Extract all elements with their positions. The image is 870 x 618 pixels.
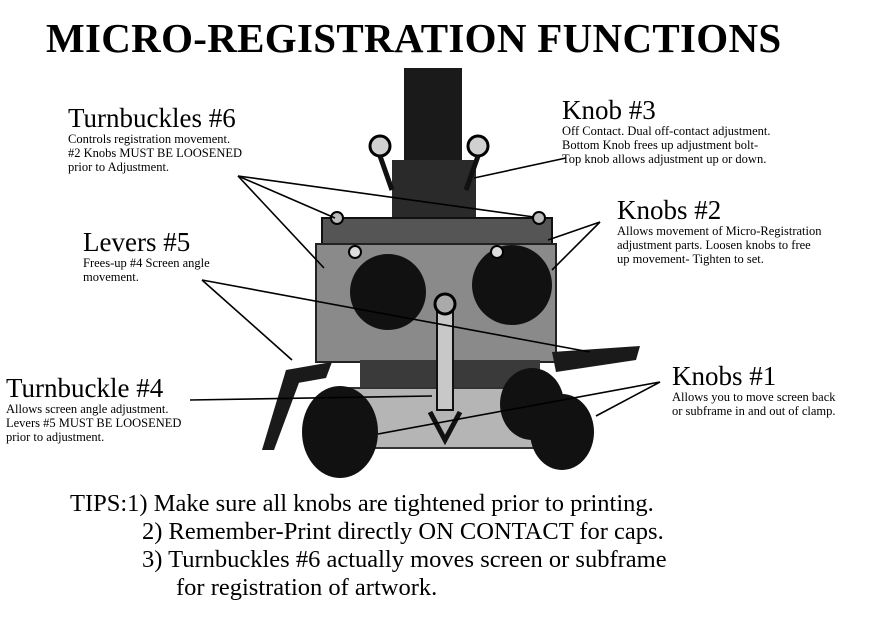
callout-heading: Knobs #2: [617, 195, 722, 225]
callout-knobs-2: Knobs #2 Allows movement of Micro-Regist…: [617, 196, 821, 266]
callout-levers-5: Levers #5 Frees-up #4 Screen angle movem…: [83, 228, 210, 284]
callout-heading: Turnbuckle #4: [6, 373, 164, 403]
callout-desc-line: Frees-up #4 Screen angle: [83, 256, 210, 270]
callout-desc-line: Off Contact. Dual off-contact adjustment…: [562, 124, 771, 138]
turnbuckle-6-left: [330, 211, 344, 225]
tip-line: for registration of artwork.: [176, 574, 438, 601]
page-title: MICRO-REGISTRATION FUNCTIONS: [46, 15, 782, 61]
tip-line: TIPS:1) Make sure all knobs are tightene…: [70, 490, 654, 517]
callout-heading: Knob #3: [562, 95, 656, 125]
callout-desc-line: prior to adjustment.: [6, 430, 105, 444]
callout-desc-line: Allows screen angle adjustment.: [6, 402, 169, 416]
knob-3-right: [466, 134, 490, 158]
callout-desc-line: movement.: [83, 270, 139, 284]
callout-desc-line: or subframe in and out of clamp.: [672, 404, 836, 418]
knob-1-left: [302, 386, 378, 478]
tips-block: TIPS:1) Make sure all knobs are tightene…: [70, 490, 667, 602]
callout-heading: Turnbuckles #6: [68, 103, 236, 133]
leader-lines: [189, 157, 661, 435]
tip-line: 3) Turnbuckles #6 actually moves screen …: [142, 546, 667, 573]
callout-turnbuckles-6: Turnbuckles #6 Controls registration mov…: [68, 104, 242, 174]
callout-turnbuckle-4: Turnbuckle #4 Allows screen angle adjust…: [6, 374, 181, 444]
callout-desc-line: Levers #5 MUST BE LOOSENED: [6, 416, 182, 430]
callout-desc-line: prior to Adjustment.: [68, 160, 170, 174]
knob-2-right: [472, 245, 552, 325]
knob-1-right: [530, 394, 594, 470]
callout-desc-line: up movement- Tighten to set.: [617, 252, 764, 266]
callout-desc-line: adjustment parts. Loosen knobs to free: [617, 238, 811, 252]
callout-heading: Knobs #1: [672, 361, 777, 391]
callout-desc-line: #2 Knobs MUST BE LOOSENED: [68, 146, 243, 160]
callout-knob-3: Knob #3 Off Contact. Dual off-contact ad…: [562, 96, 771, 166]
callout-desc-line: Allows you to move screen back: [672, 390, 836, 404]
callout-heading: Levers #5: [83, 227, 191, 257]
turnbuckle-4: [436, 299, 454, 411]
knob-3-left: [368, 134, 392, 158]
knob-2-left: [350, 254, 426, 330]
callout-knobs-1: Knobs #1 Allows you to move screen back …: [672, 362, 836, 418]
callout-desc-line: Allows movement of Micro-Registration: [617, 224, 822, 238]
lever-5-right: [552, 346, 640, 372]
callout-desc-line: Bottom Knob frees up adjustment bolt-: [562, 138, 759, 152]
turnbuckle-6-right: [532, 211, 546, 225]
callout-desc-line: Top knob allows adjustment up or down.: [562, 152, 767, 166]
callout-desc-line: Controls registration movement.: [68, 132, 231, 146]
tip-line: 2) Remember-Print directly ON CONTACT fo…: [142, 518, 664, 545]
